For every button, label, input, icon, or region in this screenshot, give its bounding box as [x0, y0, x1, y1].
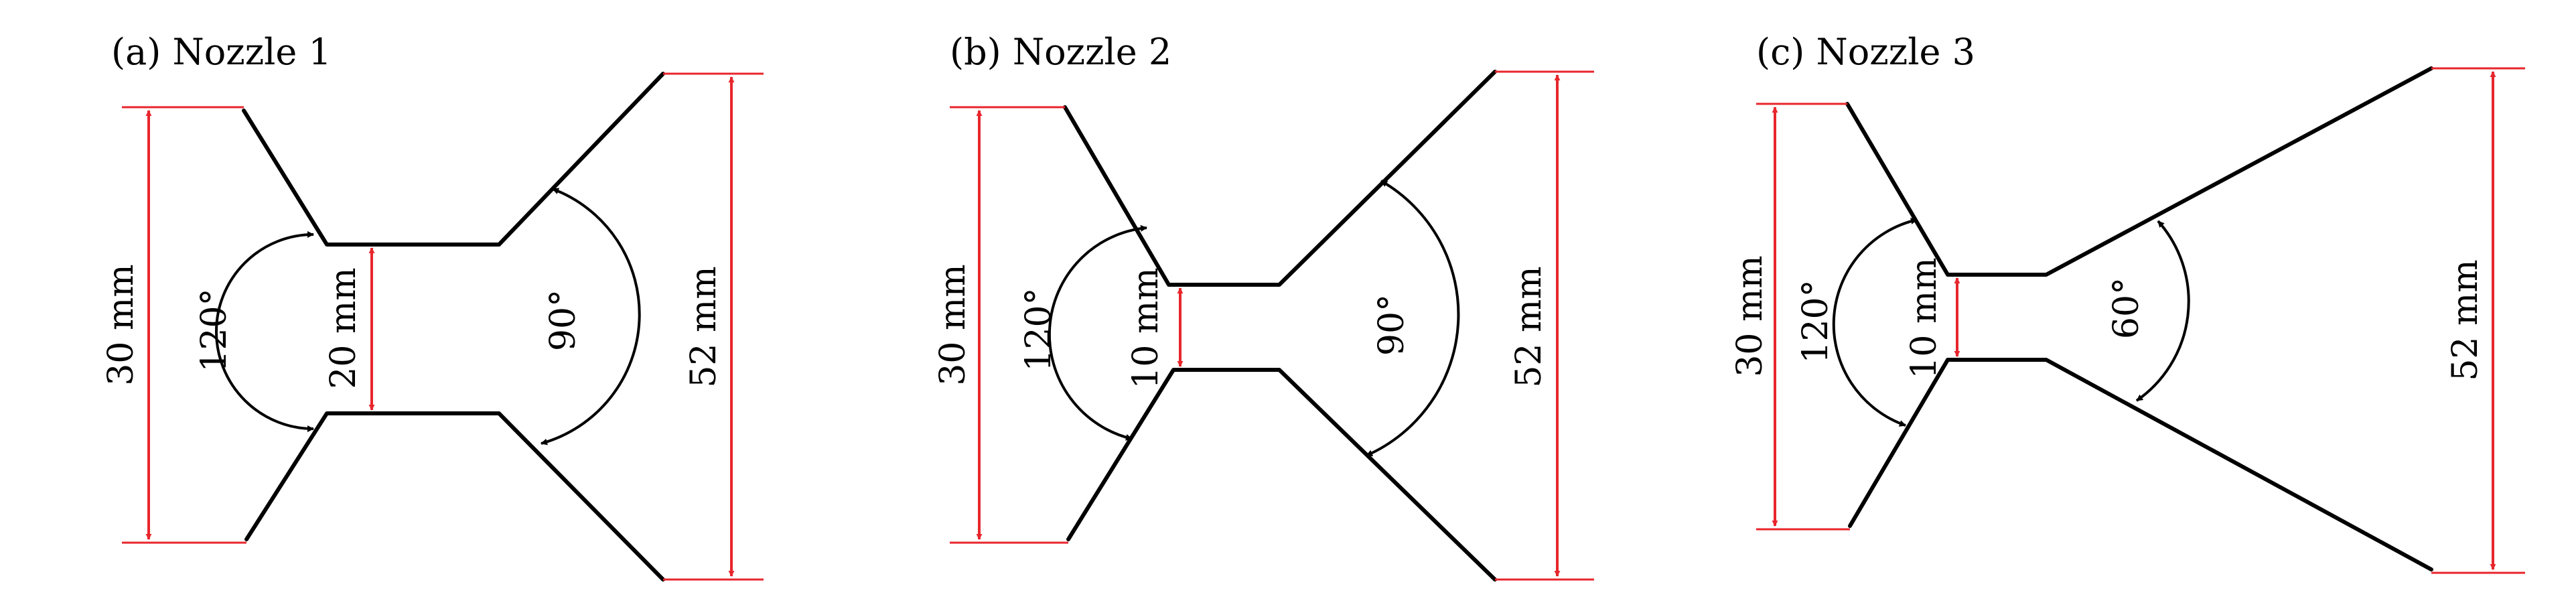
- inlet-angle-label: 120°: [1796, 279, 1836, 363]
- inlet-angle-label: 120°: [194, 288, 234, 372]
- panel-nozzle-3: (c) Nozzle 3 30 mm 10 mm 120° 60° 52 mm: [1730, 31, 2525, 574]
- inlet-angle-arc: [1048, 224, 1147, 441]
- panel-title: (b) Nozzle 2: [950, 31, 1171, 73]
- nozzle-upper-wall: [242, 72, 665, 247]
- throat-width-label: 10 mm: [1904, 257, 1944, 379]
- panel-nozzle-1: (a) Nozzle 1 30 mm 20 mm 120° 90° 52 mm: [101, 31, 764, 582]
- outlet-height-label: 52 mm: [684, 266, 724, 387]
- panel-title: (a) Nozzle 1: [111, 31, 332, 73]
- outlet-angle-label: 60°: [2106, 277, 2147, 339]
- throat-width-label: 20 mm: [324, 267, 364, 389]
- nozzle-upper-wall: [1845, 66, 2433, 277]
- outlet-angle-arc: [541, 188, 641, 446]
- inlet-angle-label: 120°: [1019, 287, 1059, 371]
- nozzle-lower-wall: [1848, 358, 2433, 571]
- outlet-angle-arc: [1366, 180, 1460, 457]
- outlet-height-label: 52 mm: [2445, 259, 2486, 381]
- nozzle-lower-wall: [244, 411, 665, 582]
- panel-title: (c) Nozzle 3: [1756, 31, 1975, 73]
- inlet-height-label: 30 mm: [101, 264, 141, 385]
- outlet-height-label: 52 mm: [1509, 266, 1549, 387]
- inlet-height-label: 30 mm: [933, 264, 973, 385]
- inlet-angle-arc: [1832, 218, 1918, 427]
- outlet-angle-label: 90°: [543, 289, 583, 351]
- inlet-angle-arc: [215, 231, 314, 432]
- panel-nozzle-2: (b) Nozzle 2 30 mm 10 mm 120° 90° 52 mm: [933, 31, 1594, 582]
- inlet-height-label: 30 mm: [1730, 255, 1770, 377]
- nozzle-lower-wall: [1066, 368, 1497, 582]
- outlet-angle-label: 90°: [1372, 294, 1412, 356]
- throat-width-label: 10 mm: [1126, 267, 1166, 389]
- outlet-angle-arc: [2135, 220, 2190, 402]
- nozzle-upper-wall: [1063, 70, 1497, 287]
